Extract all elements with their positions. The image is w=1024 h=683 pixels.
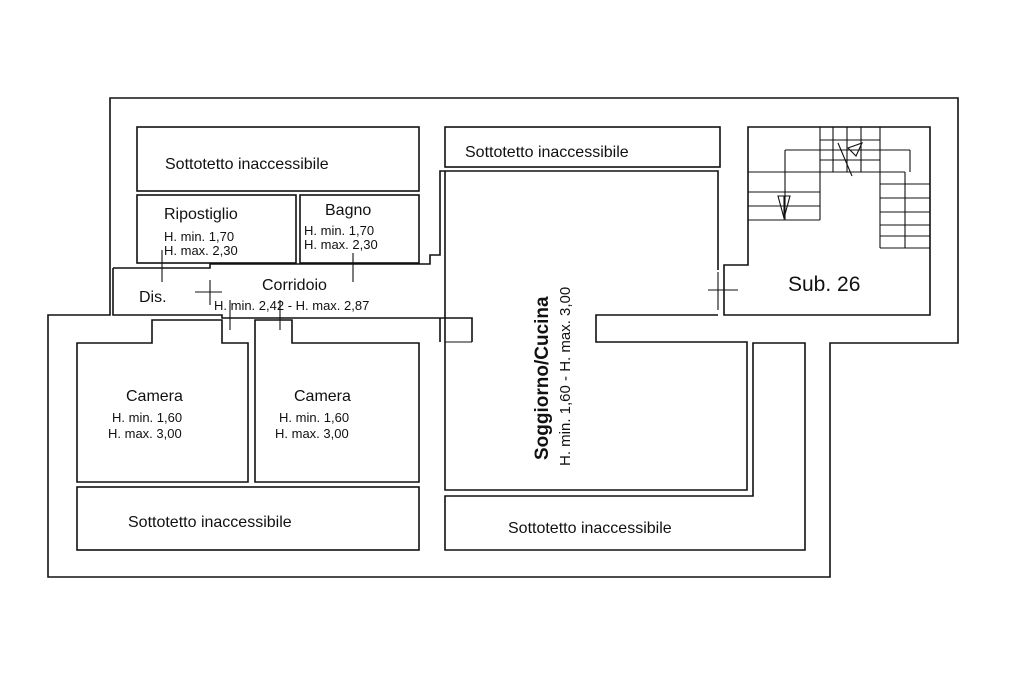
dis-label: Dis. bbox=[139, 289, 167, 306]
camera-2-hmax: H. max. 3,00 bbox=[275, 426, 349, 441]
attic-bottom-left bbox=[76, 486, 420, 551]
corridoio-label: Corridoio bbox=[262, 277, 327, 294]
camera-2-hmin: H. min. 1,60 bbox=[279, 410, 349, 425]
ripostiglio-room bbox=[136, 194, 297, 264]
ripostiglio-label: Ripostiglio bbox=[164, 206, 238, 223]
ripostiglio-hmax: H. max. 2,30 bbox=[164, 243, 238, 258]
bagno-hmin: H. min. 1,70 bbox=[304, 223, 374, 238]
door-marks bbox=[161, 250, 738, 330]
bagno-room bbox=[299, 194, 420, 264]
ripostiglio-hmin: H. min. 1,70 bbox=[164, 229, 234, 244]
attic-label-bottom-left: Sottotetto inaccessibile bbox=[128, 514, 292, 531]
attic-label-bottom-right: Sottotetto inaccessibile bbox=[508, 520, 672, 537]
camera-2-label: Camera bbox=[294, 388, 351, 405]
corridoio-heights: H. min. 2,42 - H. max. 2,87 bbox=[214, 298, 369, 313]
camera-1-label: Camera bbox=[126, 388, 183, 405]
attic-label-top-middle: Sottotetto inaccessibile bbox=[465, 144, 629, 161]
outer-wall bbox=[47, 97, 959, 578]
bagno-label: Bagno bbox=[325, 202, 371, 219]
bagno-hmax: H. max. 2,30 bbox=[304, 237, 378, 252]
attic-bottom-right bbox=[444, 342, 806, 551]
camera-1-hmin: H. min. 1,60 bbox=[112, 410, 182, 425]
attic-top-left bbox=[136, 126, 420, 192]
attic-top-middle bbox=[444, 126, 721, 168]
camera-1-room bbox=[76, 319, 249, 483]
soggiorno-room bbox=[444, 171, 748, 491]
soggiorno-heights: H. min. 1,60 - H. max. 3,00 bbox=[557, 287, 574, 466]
sub26-label: Sub. 26 bbox=[788, 273, 860, 296]
camera-1-hmax: H. max. 3,00 bbox=[108, 426, 182, 441]
sub26-wall bbox=[723, 126, 931, 316]
corridor-wall bbox=[112, 170, 719, 342]
camera-2-room bbox=[254, 319, 420, 483]
soggiorno-label: Soggiorno/Cucina bbox=[532, 296, 553, 460]
attic-label-top-left: Sottotetto inaccessibile bbox=[165, 156, 329, 173]
stairs bbox=[748, 127, 930, 249]
